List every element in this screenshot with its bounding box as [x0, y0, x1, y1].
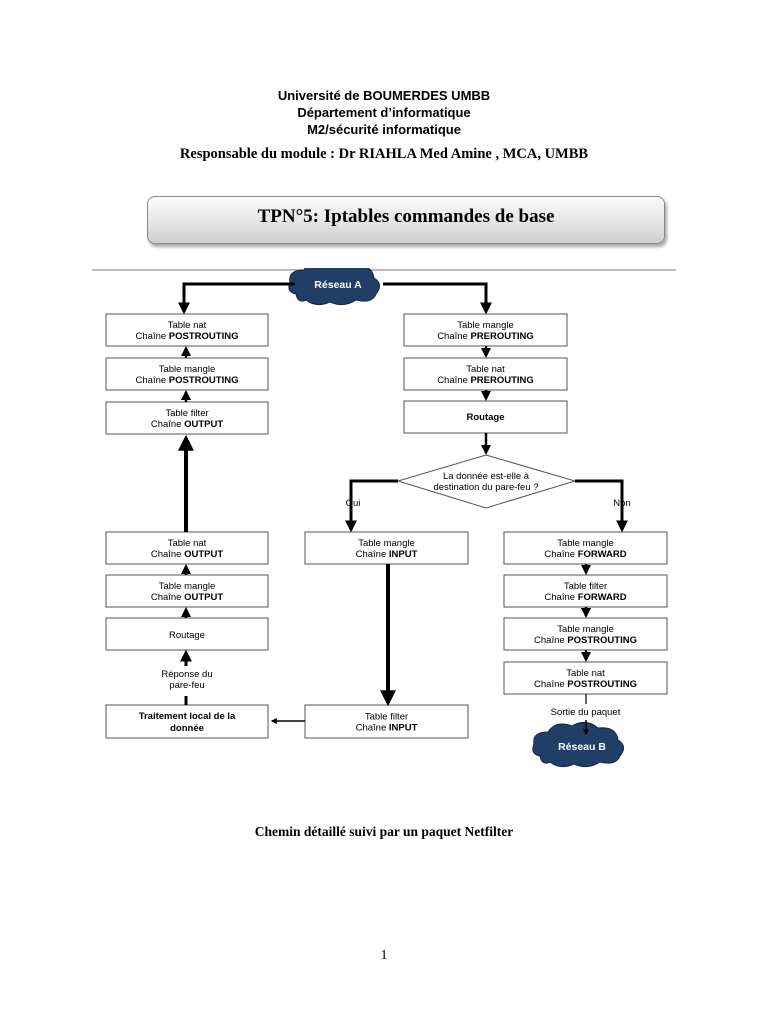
arrow-reseau-to-left	[178, 282, 295, 315]
program-name: M2/sécurité informatique	[307, 122, 461, 137]
left-top-box-2-table-label: Table filter	[165, 408, 208, 419]
input-mangle-box-chain-label: Chaîne INPUT	[356, 549, 418, 560]
reseau-b-cloud-label: Réseau B	[558, 741, 606, 753]
university-name: Université de BOUMERDES UMBB	[277, 88, 491, 103]
left-routage-label: Routage	[169, 630, 205, 641]
arrow-decision-oui	[345, 479, 398, 533]
sortie-label: Sortie du paquet	[551, 707, 621, 718]
right-box-0-table-label: Table mangle	[557, 538, 614, 549]
right-box-2	[503, 617, 668, 651]
mid-routage-box	[403, 400, 568, 434]
left-top-box-1-table-label: Table mangle	[159, 364, 216, 375]
left-bottom-box-1-chain-label: Chaîne OUTPUT	[151, 592, 224, 603]
arrow-reseau-to-mangle	[383, 282, 492, 315]
left-top-box-1	[105, 357, 269, 391]
mid-top-box-1-table-label: Table nat	[466, 364, 505, 375]
right-box-2-table-label: Table mangle	[557, 624, 614, 635]
left-top-box-2	[105, 401, 269, 435]
left-top-box-0-chain-label: Chaîne POSTROUTING	[136, 331, 239, 342]
decision-label-2: destination du pare-feu ?	[433, 482, 538, 493]
reseau-b-cloud	[532, 722, 624, 768]
traitement-box	[105, 704, 269, 739]
left-top-box-1-chain-label: Chaîne POSTROUTING	[136, 375, 239, 386]
left-bottom-box-1-table-label: Table mangle	[159, 581, 216, 592]
title-banner: TPN°5: Iptables commandes de base	[147, 196, 665, 244]
reponse-label-2: pare-feu	[169, 680, 204, 691]
arrow-decision-non	[575, 479, 628, 533]
traitement-label-2: donnée	[170, 723, 204, 734]
reseau-a-cloud	[288, 268, 380, 306]
right-box-3	[503, 661, 668, 695]
module-responsible: Responsable du module : Dr RIAHLA Med Am…	[179, 146, 589, 162]
oui-label: Oui	[346, 498, 361, 509]
document-title: TPN°5: Iptables commandes de base	[257, 206, 555, 227]
department-name: Département d’informatique	[297, 105, 471, 120]
left-top-box-2-chain-label: Chaîne OUTPUT	[151, 419, 224, 430]
right-box-1-chain-label: Chaîne FORWARD	[544, 592, 626, 603]
reseau-a-cloud-label: Réseau A	[314, 279, 362, 291]
left-bottom-box-1	[105, 574, 269, 608]
left-routage-box	[105, 617, 269, 651]
mid-top-box-0-chain-label: Chaîne PREROUTING	[437, 331, 534, 342]
left-top-box-0-table-label: Table nat	[168, 320, 207, 331]
decision-diamond	[396, 454, 577, 509]
mid-top-box-1-chain-label: Chaîne PREROUTING	[437, 375, 534, 386]
left-bottom-box-0-table-label: Table nat	[168, 538, 207, 549]
input-filter-box-chain-label: Chaîne INPUT	[356, 723, 418, 734]
input-mangle-box-table-label: Table mangle	[358, 538, 415, 549]
right-box-2-chain-label: Chaîne POSTROUTING	[534, 635, 637, 646]
left-bottom-box-0-chain-label: Chaîne OUTPUT	[151, 549, 224, 560]
traitement-label-1: Traitement local de la	[139, 711, 236, 722]
figure-caption: Chemin détaillé suivi par un paquet Netf…	[254, 824, 514, 839]
reponse-label-1: Réponse du	[161, 669, 212, 680]
mid-top-box-0-table-label: Table mangle	[457, 320, 514, 331]
right-box-3-chain-label: Chaîne POSTROUTING	[534, 679, 637, 690]
mid-routage-label: Routage	[467, 412, 505, 423]
right-box-1	[503, 574, 668, 608]
page-number: 1	[380, 948, 388, 963]
right-box-0-chain-label: Chaîne FORWARD	[544, 549, 626, 560]
left-bottom-box-0	[105, 531, 269, 565]
right-box-3-table-label: Table nat	[566, 668, 605, 679]
right-box-1-table-label: Table filter	[564, 581, 607, 592]
input-filter-box-table-label: Table filter	[365, 712, 408, 723]
decision-label-1: La donnée est-elle à	[443, 471, 530, 482]
